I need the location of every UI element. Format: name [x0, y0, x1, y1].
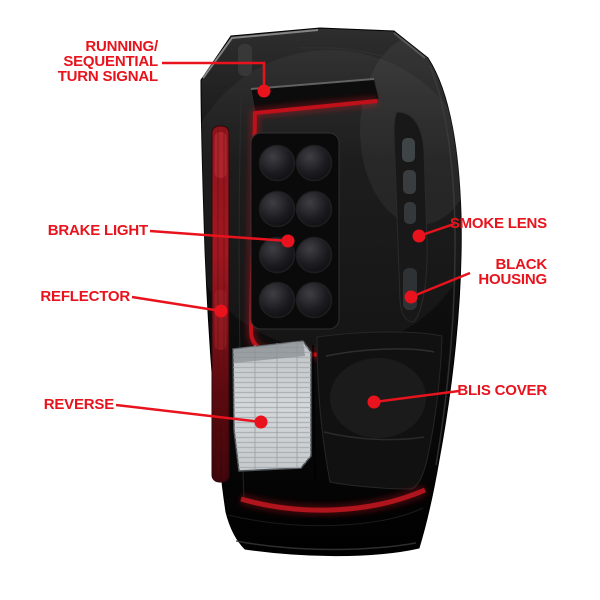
callout-line: RUNNING/ [85, 38, 158, 55]
connector-brake-light [149, 229, 295, 248]
callout-label-brake-light: BRAKE LIGHT [47, 222, 148, 239]
connector-black-housing [404, 271, 471, 304]
top-light-bar [250, 78, 380, 113]
callout-label-smoke-lens: SMOKE LENS [449, 215, 547, 232]
connector-reverse [115, 403, 268, 429]
callout-label-reflector: REFLECTOR [40, 288, 130, 305]
callout-line: TURN SIGNAL [57, 68, 158, 85]
reverse-lens [232, 340, 312, 472]
callout-label-reverse: REVERSE [43, 396, 114, 413]
connector-running-turn-signal [162, 61, 271, 98]
callout-line: SEQUENTIAL [63, 53, 158, 70]
bottom-light-bar [227, 485, 427, 551]
connector-blis-cover [367, 389, 460, 409]
connector-reflector [131, 295, 228, 318]
callout-line: HOUSING [478, 271, 547, 288]
callout-line: BLACK [495, 256, 548, 273]
callout-label-black-housing: BLACK HOUSING [478, 257, 547, 287]
connector-smoke-lens [412, 222, 455, 243]
led-brake-array [250, 132, 340, 330]
mount-slot [238, 44, 252, 76]
callout-label-blis-cover: BLIS COVER [457, 382, 547, 399]
callout-label-running-turn-signal: RUNNING/ SEQUENTIAL TURN SIGNAL [40, 39, 158, 84]
